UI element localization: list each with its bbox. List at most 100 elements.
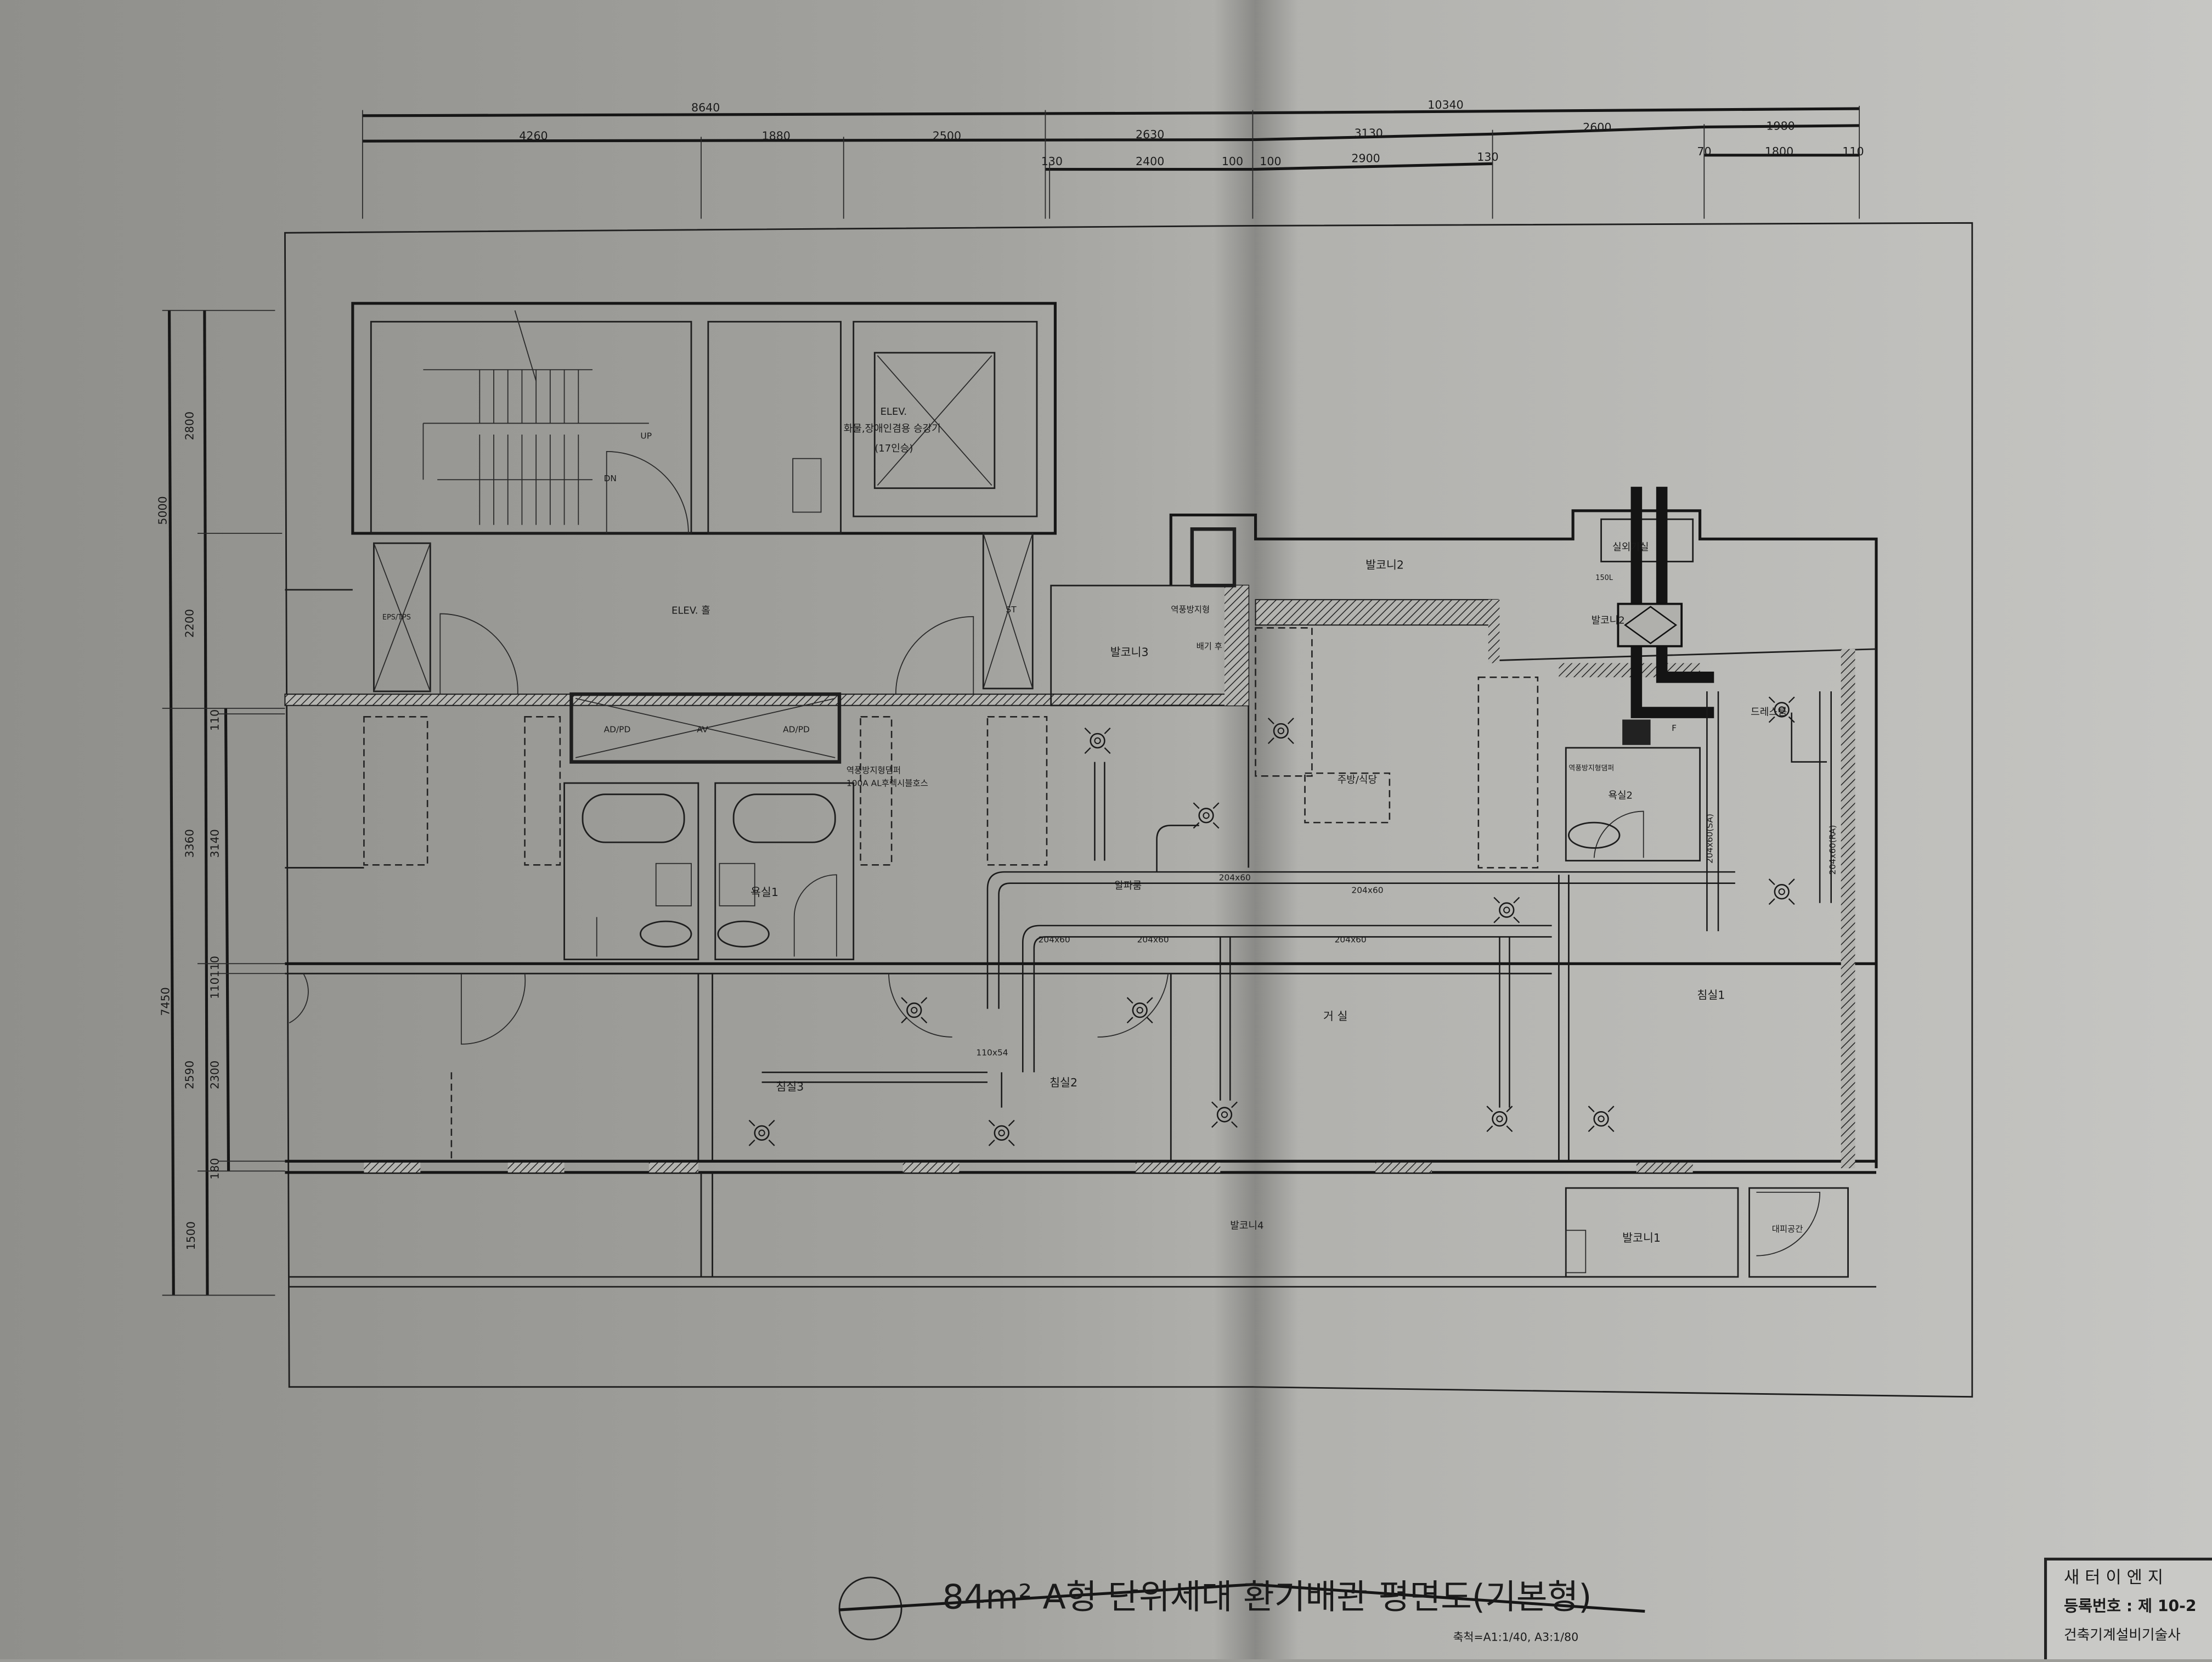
note-damper: 역풍방지형 — [1171, 605, 1210, 615]
duct-size-small: 110x54 — [976, 1047, 1008, 1057]
dim-top: 100 — [1260, 155, 1281, 168]
room-balcony2: 발코니2 — [1365, 558, 1404, 571]
stair-treads — [422, 310, 649, 525]
diffuser-icon — [748, 1119, 775, 1146]
room-balcony4: 발코니4 — [1230, 1220, 1263, 1232]
paper-fold-shadow — [1213, 0, 1298, 1659]
label-group: 84m² A형 단위세대 환기배관 평면도(기본형)축척=A1:1/40, A3… — [156, 98, 2196, 1644]
duct-size: 204x60 — [1219, 873, 1251, 883]
dim-left: 5000 — [156, 496, 169, 525]
stamp-registration: 등록번호 : 제 10-2 — [2064, 1597, 2197, 1615]
note-150l: 150L — [1595, 574, 1613, 582]
bath2 — [714, 782, 855, 960]
diffuser-icon — [1126, 997, 1153, 1024]
stair-door-swing — [606, 450, 689, 534]
label-elev-desc: 화물,장애인겸용 승강기 — [844, 423, 941, 435]
dim-left: 1500 — [184, 1221, 198, 1250]
dim-left: 7450 — [159, 987, 172, 1016]
st-shaft — [982, 532, 1034, 690]
hrv-supply-duct — [1656, 487, 1714, 683]
note-exhaust: 배기 후 — [1197, 641, 1222, 651]
dim-left: 2200 — [183, 609, 196, 638]
dim-top: 2400 — [1136, 155, 1164, 168]
note-damper: 역풍방지형댐퍼 — [847, 765, 901, 775]
label-adpd: AD/PD — [604, 725, 631, 735]
dim-top: 2630 — [1136, 128, 1164, 141]
room-balcony2: 발코니2 — [1592, 615, 1625, 627]
dim-top: 1980 — [1766, 120, 1795, 133]
dim-top: 2600 — [1583, 121, 1611, 134]
elevator-car — [873, 352, 996, 489]
refuge-space — [1748, 1187, 1849, 1278]
diffuser-icon — [988, 1119, 1015, 1146]
note-flex-hose: 100A AL후렉시블호스 — [847, 778, 928, 788]
diffuser-icon — [1768, 878, 1795, 905]
dim-top: 130 — [1041, 155, 1063, 168]
diffuser-icon — [1211, 1101, 1238, 1128]
label-up: UP — [640, 431, 652, 441]
label-elev: ELEV. — [881, 406, 907, 418]
duct-size-sa: 204x60(SA) — [1705, 814, 1715, 864]
label-elev-capacity: (17인승) — [874, 443, 913, 454]
duct-size: 204x60 — [1351, 886, 1383, 895]
diffuser-icon — [1193, 802, 1220, 829]
dim-left: 2800 — [183, 412, 196, 440]
ventilation-ducts — [761, 487, 1832, 1108]
label-adpd: AD/PD — [783, 725, 810, 735]
diffuser-icon — [1267, 718, 1294, 744]
room-bath1: 욕실1 — [751, 886, 778, 899]
top-dimension-lines — [362, 105, 1860, 219]
hall-door-left — [439, 613, 518, 695]
room-bedroom2: 침실2 — [1049, 1076, 1077, 1089]
unit-walls — [284, 509, 1878, 1288]
dim-left: 110 — [208, 709, 222, 731]
plan-border — [284, 222, 1973, 1398]
dim-top: 10340 — [1427, 98, 1463, 111]
room-balcony1: 발코니1 — [1622, 1231, 1661, 1244]
room-balcony3: 발코니3 — [1110, 646, 1149, 659]
dim-left: 2590 — [183, 1061, 196, 1089]
diffuser-icon — [1493, 897, 1520, 923]
label-av: AV — [697, 725, 708, 735]
toilet-2 — [717, 920, 770, 948]
hall-door-right — [895, 616, 974, 695]
room-bedroom1: 침실1 — [1697, 989, 1725, 1002]
left-dimension-lines — [162, 309, 285, 1296]
room-living: 거 실 — [1323, 1010, 1347, 1023]
diffuser-icon — [901, 997, 928, 1024]
stamp-license: 건축기계설비기술사 — [2064, 1627, 2181, 1643]
core-block — [285, 302, 1057, 695]
duct-size: 204x60 — [1335, 935, 1367, 945]
dim-top: 1800 — [1765, 145, 1793, 158]
label-eps-tps: EPS/TPS — [382, 613, 411, 622]
room-refuge: 대피공간 — [1772, 1224, 1803, 1234]
stamp-company: 새 터 이 엔 지 — [2064, 1568, 2163, 1587]
dim-left: 2300 — [208, 1061, 222, 1089]
room-kitchen: 주방/식당 — [1338, 774, 1377, 786]
dim-left: 180 — [208, 1158, 222, 1179]
note-damper: 역풍방지형댐퍼 — [1568, 764, 1614, 773]
diffuser-icon — [1486, 1106, 1513, 1133]
room-bath2: 욕실2 — [1608, 790, 1633, 801]
duct-size: 204x60 — [1137, 935, 1169, 945]
dim-top: 8640 — [691, 101, 720, 114]
duct-size: 204x60 — [1039, 935, 1070, 945]
eps-tps-shaft — [373, 542, 431, 692]
title-underline — [839, 1583, 1645, 1613]
dim-top: 4260 — [519, 129, 548, 143]
sink-1 — [655, 863, 692, 906]
bathtub-1 — [582, 793, 685, 843]
diffuser-icon — [1768, 696, 1795, 723]
elevator-shaft — [853, 320, 1038, 517]
dim-left: 110110 — [208, 956, 222, 999]
hrv-unit — [1617, 602, 1683, 647]
dim-top: 3130 — [1355, 126, 1383, 139]
toilet-1 — [640, 920, 692, 948]
outdoor-unit-room — [1600, 518, 1694, 562]
sink-2 — [719, 863, 755, 906]
dim-left: 3140 — [208, 829, 222, 858]
bath2-room — [1565, 747, 1701, 861]
duct-size-ra: 204x60(RA) — [1827, 825, 1837, 875]
